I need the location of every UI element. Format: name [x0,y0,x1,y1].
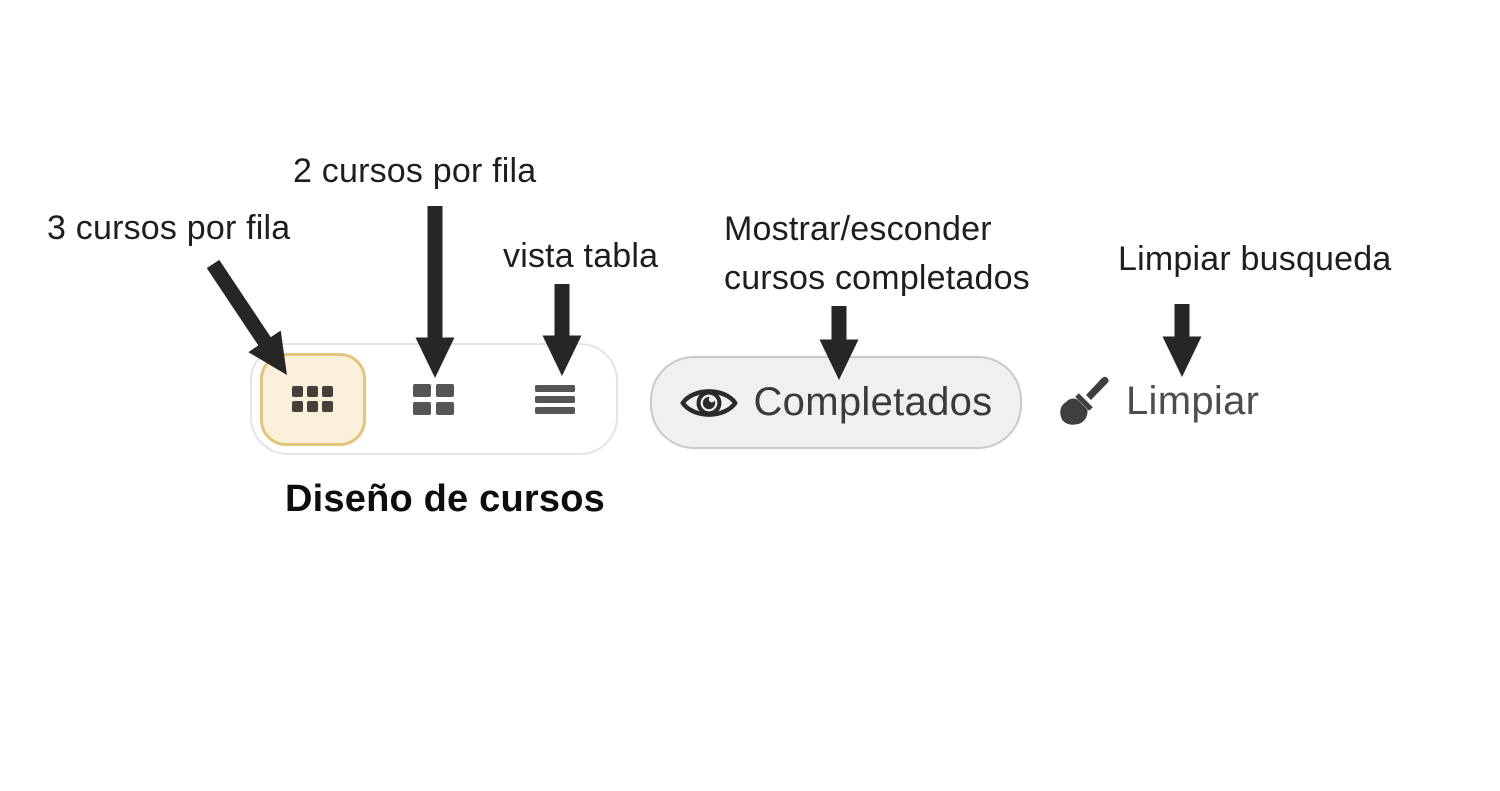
clear-button-label: Limpiar [1126,378,1260,423]
list-bars-icon [535,384,576,414]
annotation-toggle-completed: Mostrar/esconder cursos completados [724,205,1030,303]
grid-3x2-icon [292,386,334,412]
layout-3-per-row-button[interactable] [259,352,366,446]
caption-course-layout: Diseño de cursos [285,478,605,520]
annotation-clear-search: Limpiar busqueda [1118,240,1392,278]
layout-option-3-per-row[interactable] [252,345,373,453]
annotation-table-view: vista tabla [503,237,659,275]
annotation-3-per-row: 3 cursos por fila [47,209,291,247]
annotation-toggle-completed-line1: Mostrar/esconder [724,210,992,248]
annotation-toggle-completed-line2: cursos completados [724,259,1030,297]
completed-button-label: Completados [753,380,993,424]
completed-toggle-button[interactable]: Completados [650,356,1022,449]
grid-2x2-icon [413,383,455,415]
course-layout-switcher [250,343,618,455]
arrow-3-per-row [206,259,287,375]
layout-option-2-per-row[interactable] [373,345,494,453]
clear-search-button[interactable]: Limpiar [1058,374,1259,428]
layout-option-table-view[interactable] [495,345,616,453]
annotation-2-per-row: 2 cursos por fila [293,152,537,190]
eye-icon [679,388,738,417]
broom-icon [1060,376,1109,425]
